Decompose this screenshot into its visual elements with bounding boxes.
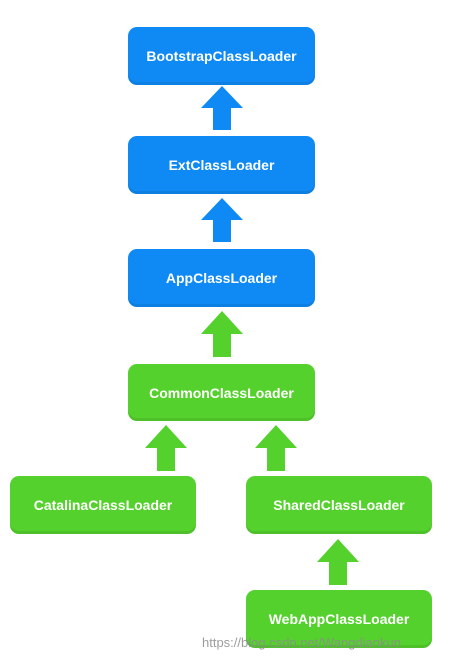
catalina-classloader-label: CatalinaClassLoader [33,497,173,513]
arrow-up-icon [317,539,359,585]
ext-classloader-label: ExtClassLoader [168,157,275,173]
webapp-classloader-node: WebAppClassLoader [246,590,432,648]
shared-classloader-node: SharedClassLoader [246,476,432,534]
app-classloader-label: AppClassLoader [165,270,278,286]
common-classloader-node: CommonClassLoader [128,364,315,421]
bootstrap-classloader-label: BootstrapClassLoader [146,48,297,64]
arrow-up-icon [145,425,187,471]
arrow-up-icon [201,311,243,357]
app-classloader-node: AppClassLoader [128,249,315,307]
ext-classloader-node: ExtClassLoader [128,136,315,194]
shared-classloader-label: SharedClassLoader [273,497,405,513]
webapp-classloader-label: WebAppClassLoader [268,611,410,627]
arrow-up-icon [201,198,243,242]
bootstrap-classloader-node: BootstrapClassLoader [128,27,315,85]
arrow-up-icon [201,86,243,130]
catalina-classloader-node: CatalinaClassLoader [10,476,196,534]
common-classloader-label: CommonClassLoader [149,384,294,401]
watermark-text: https://blog.csdn.net/Wangdiankun [202,635,401,650]
arrow-up-icon [255,425,297,471]
